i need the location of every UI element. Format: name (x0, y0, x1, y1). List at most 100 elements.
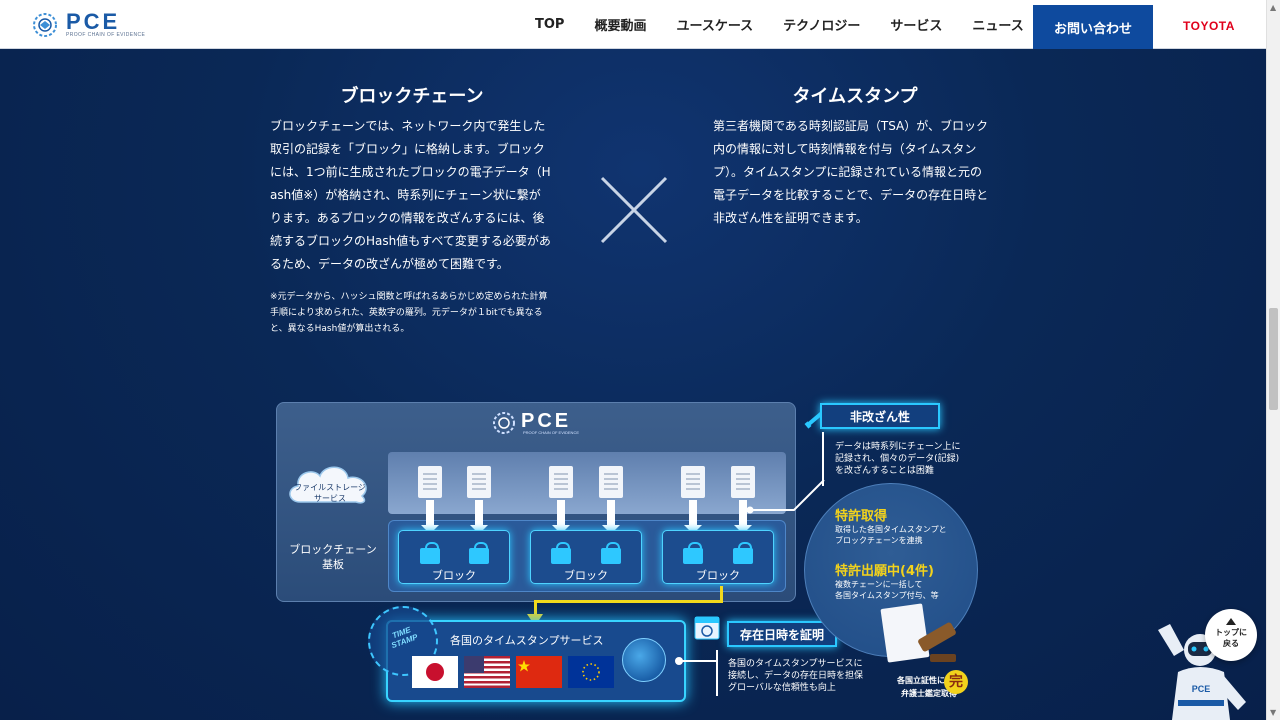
down-arrow-icon (734, 500, 752, 534)
timestamp-services-title: 各国のタイムスタンプサービス (450, 634, 604, 647)
blockchain-description: ブロックチェーンでは、ネットワーク内で発生した 取引の記録を「ブロック」に格納し… (270, 115, 570, 276)
blockchain-line: ash値※）が格納され、時系列にチェーン状に繋が (270, 188, 541, 202)
document-icon (418, 466, 442, 498)
nav-top[interactable]: TOP (535, 17, 565, 32)
timestamp-line: 内の情報に対して時刻情報を付与（タイムスタン (713, 142, 977, 156)
back-to-top-button[interactable]: トップに 戻る (1205, 609, 1257, 661)
existence-connector (677, 660, 717, 662)
documents-band (388, 452, 786, 514)
down-arrow-icon (684, 500, 702, 534)
nav-services[interactable]: サービス (890, 19, 943, 34)
blockchain-line: ります。あるブロックの情報を改ざんするには、後 (270, 211, 545, 225)
connector-line (534, 600, 537, 618)
nav-news[interactable]: ニュース (972, 19, 1024, 34)
chain-base-line: 基板 (322, 558, 344, 571)
connector-line (720, 586, 723, 602)
existence-connector (716, 650, 718, 696)
blockchain-line: には、1つ前に生成されたブロックの電子データ（H (270, 165, 551, 179)
back-to-top-line: トップに (1215, 628, 1247, 637)
cert-line: 各国立証性につき (897, 676, 961, 685)
complete-badge: 完 (944, 670, 968, 694)
diagram-pce-title: PCE (521, 409, 572, 432)
contact-button[interactable]: お問い合わせ (1033, 5, 1153, 49)
pce-chip-icon (493, 412, 515, 434)
down-arrow-icon (421, 500, 439, 534)
up-arrow-icon (1226, 618, 1236, 625)
document-icon (599, 466, 623, 498)
document-icon (549, 466, 573, 498)
timestamp-description: 第三者機関である時刻認証局（TSA）が、ブロック 内の情報に対して時刻情報を付与… (713, 115, 1003, 230)
footnote-line: 手順により求められた、英数字の羅列。元データが１bitでも異なる (270, 308, 543, 318)
logo-subtitle: PROOF CHAIN OF EVIDENCE (66, 32, 146, 38)
scroll-up-arrow-icon[interactable]: ▲ (1270, 3, 1277, 12)
storage-line: ファイルストレージ (294, 483, 366, 492)
scrollbar[interactable]: ▲ ▼ (1266, 0, 1280, 720)
toyota-logo[interactable]: TOYOTA (1183, 19, 1235, 33)
legal-opinion-label: 各国立証性につき 弁護士鑑定取得 (884, 674, 974, 700)
patent-line: 取得した各国タイムスタンプと (835, 525, 947, 534)
nav-overview-video[interactable]: 概要動画 (594, 19, 647, 34)
site-header: PCE PROOF CHAIN OF EVIDENCE TOP 概要動画 ユース… (0, 0, 1266, 49)
gavel-base-icon (930, 654, 956, 662)
certificate-icon (880, 603, 930, 663)
japan-flag-icon (412, 656, 458, 688)
diagram-pce-logo: PCE PROOF CHAIN OF EVIDENCE (491, 410, 579, 436)
logo-title: PCE (66, 9, 121, 34)
block-label: ブロック (432, 569, 476, 582)
connector-dot (675, 657, 683, 665)
block-label: ブロック (564, 569, 608, 582)
patent-pending-title: 特許出願中(4件) (835, 564, 934, 579)
lock-icon (551, 542, 571, 564)
storage-line: サービス (314, 494, 346, 503)
cloud-icon (289, 466, 367, 504)
tamper-description: データは時系列にチェーン上に 記録され、個々のデータ(記録) を改ざんすることは… (835, 441, 975, 477)
nav-use-cases[interactable]: ユースケース (676, 19, 754, 34)
patent-acquired-title: 特許取得 (835, 509, 888, 524)
scroll-down-arrow-icon[interactable]: ▼ (1270, 708, 1277, 717)
blockchain-line: るため、データの改ざんが極めて困難です。 (270, 257, 509, 271)
eu-flag-icon (568, 656, 614, 688)
document-icon (681, 466, 705, 498)
existence-line: 各国のタイムスタンプサービスに (728, 659, 863, 669)
block (398, 530, 510, 584)
diagram-pce-subtitle: PROOF CHAIN OF EVIDENCE (523, 429, 580, 435)
page-background (0, 49, 1266, 720)
down-arrow-icon (470, 500, 488, 534)
document-icon (467, 466, 491, 498)
tamper-line: を改ざんすることは困難 (835, 466, 934, 476)
tamper-proof-tag: 非改ざん性 (820, 403, 940, 429)
lock-icon (683, 542, 703, 564)
back-to-top-line: 戻る (1223, 639, 1239, 648)
timestamp-line: 第三者機関である時刻認証局（TSA）が、ブロック (713, 119, 989, 133)
timestamp-line: プ）。タイムスタンプに記録されている情報と元の (713, 165, 983, 179)
footnote-line: と、異なるHash値が算出される。 (270, 324, 410, 334)
tamper-connector-line (746, 480, 825, 514)
lock-icon (733, 542, 753, 564)
existence-description: 各国のタイムスタンプサービスに 接続し、データの存在日時を担保 グローバルな信頼… (728, 658, 868, 694)
file-storage-label: ファイルストレージ サービス (284, 482, 376, 504)
block-label: ブロック (696, 569, 740, 582)
blockchain-line: 続するブロックのHash値もすべて変更する必要があ (270, 234, 551, 248)
chain-base-line: ブロックチェーン (289, 543, 377, 556)
patent-pending-text: 複数チェーンに一括して 各国タイムスタンプ付与、等 (835, 579, 939, 601)
globe-icon (622, 638, 666, 682)
patent-line: ブロックチェーンを連携 (835, 536, 923, 545)
pce-logo[interactable]: PCE PROOF CHAIN OF EVIDENCE (30, 10, 145, 40)
block (662, 530, 774, 584)
timestamp-line: 非改ざん性を証明できます。 (713, 211, 868, 225)
blockchain-title: ブロックチェーン (340, 86, 484, 107)
footnote-line: ※元データから、ハッシュ関数と呼ばれるあらかじめ定められた計算 (270, 292, 548, 302)
tamper-line: 記録され、個々のデータ(記録) (835, 454, 960, 464)
down-arrow-icon (552, 500, 570, 534)
lock-icon (469, 542, 489, 564)
tamper-line: データは時系列にチェーン上に (835, 442, 961, 452)
block (530, 530, 642, 584)
patent-line: 複数チェーンに一括して (835, 580, 923, 589)
scrollbar-thumb[interactable] (1269, 308, 1278, 410)
nav-technology[interactable]: テクノロジー (783, 19, 861, 34)
existence-proof-tag: 存在日時を証明 (727, 621, 837, 647)
blockchain-line: 取引の記録を「ブロック」に格納します。ブロック (270, 142, 545, 156)
existence-line: 接続し、データの存在日時を担保 (728, 671, 864, 681)
cert-line: 弁護士鑑定取得 (901, 689, 957, 698)
existence-line: グローバルな信頼性も向上 (728, 683, 836, 693)
